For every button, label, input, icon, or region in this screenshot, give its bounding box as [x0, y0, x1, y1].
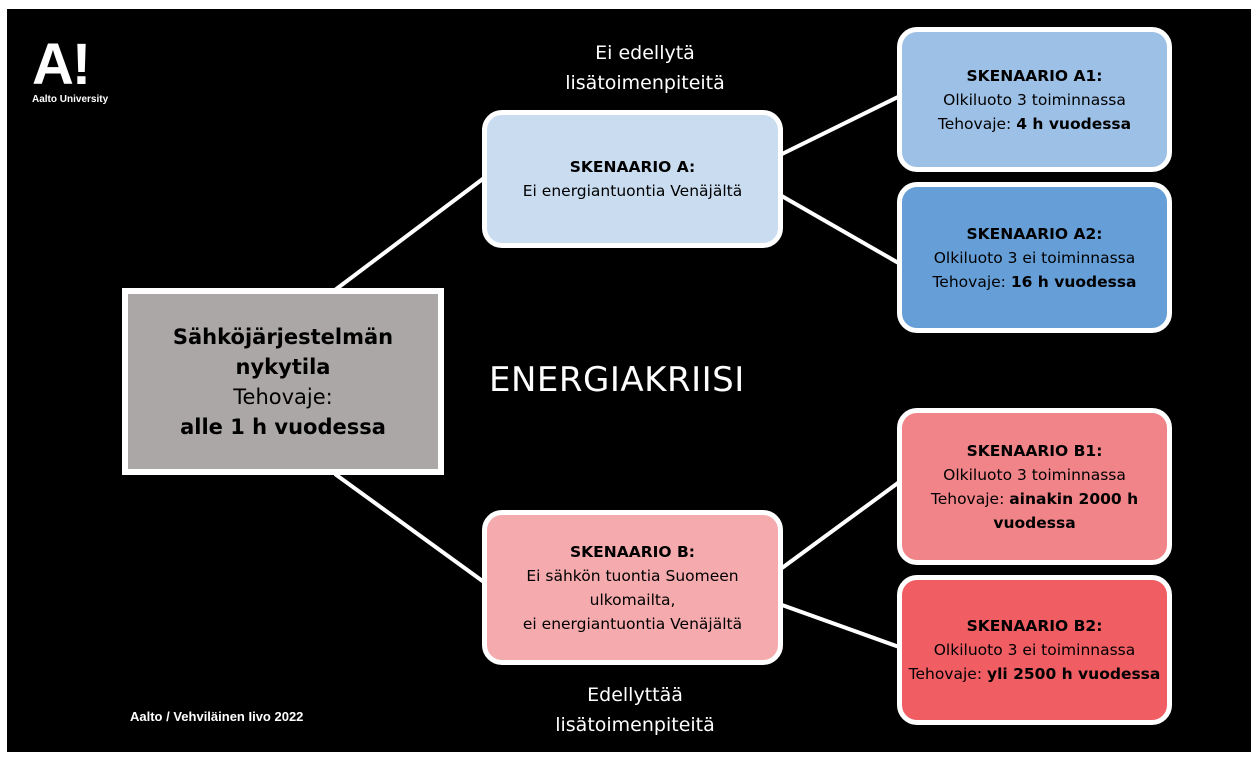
- logo-mark: A!: [32, 32, 91, 97]
- caption-bottom-line2: lisätoimenpiteitä: [555, 714, 715, 736]
- scenario-a1-prefix: Tehovaje:: [937, 114, 1017, 133]
- caption-top: Ei edellytä lisätoimenpiteitä: [560, 38, 730, 98]
- caption-bottom-line1: Edellyttää: [587, 684, 683, 706]
- scenario-b-box: SKENAARIO B: Ei sähkön tuontia Suomeen u…: [482, 510, 783, 665]
- scenario-b2-prefix: Tehovaje:: [908, 665, 987, 683]
- scenario-b2-title: SKENAARIO B2:: [966, 617, 1103, 635]
- energy-crisis-label: ENERGIAKRIISI: [489, 360, 745, 400]
- logo-text: Aalto University: [32, 94, 109, 105]
- scenario-a1-box: SKENAARIO A1: Olkiluoto 3 toiminnassa Te…: [897, 27, 1172, 172]
- scenario-b-line3: ei energiantuontia Venäjältä: [522, 614, 743, 633]
- scenario-b2-value: yli 2500 h vuodessa: [986, 665, 1161, 683]
- scenario-a2-value: 16 h vuodessa: [1010, 272, 1137, 291]
- scenario-a2-prefix: Tehovaje:: [932, 272, 1011, 291]
- root-line1: Sähköjärjestelmän: [172, 324, 394, 349]
- caption-bottom: Edellyttää lisätoimenpiteitä: [550, 680, 720, 740]
- scenario-a2-title: SKENAARIO A2:: [966, 224, 1103, 243]
- scenario-b2-box: SKENAARIO B2: Olkiluoto 3 ei toiminnassa…: [897, 575, 1172, 725]
- caption-top-line1: Ei edellytä: [595, 42, 695, 64]
- scenario-b1-value: ainakin 2000 h: [1009, 489, 1139, 508]
- scenario-b2-line2: Tehovaje: yli 2500 h vuodessa: [909, 662, 1161, 686]
- scenario-a1-line2: Tehovaje: 4 h vuodessa: [938, 112, 1131, 136]
- scenario-b1-value2: vuodessa: [993, 513, 1076, 532]
- scenario-a1-value: 4 h vuodessa: [1016, 114, 1132, 133]
- scenario-a-line1: Ei energiantuontia Venäjältä: [522, 182, 743, 200]
- scenario-b1-prefix: Tehovaje:: [930, 489, 1010, 508]
- scenario-b1-title: SKENAARIO B1:: [966, 441, 1103, 460]
- scenario-a2-box: SKENAARIO A2: Olkiluoto 3 ei toiminnassa…: [897, 182, 1172, 333]
- scenario-b1-box: SKENAARIO B1: Olkiluoto 3 toiminnassa Te…: [897, 408, 1172, 565]
- root-line4: alle 1 h vuodessa: [180, 414, 386, 439]
- scenario-a2-line2: Tehovaje: 16 h vuodessa: [932, 270, 1136, 294]
- scenario-b1-line1: Olkiluoto 3 toiminnassa: [943, 465, 1126, 484]
- scenario-a-title: SKENAARIO A:: [569, 158, 696, 176]
- scenario-a1-title: SKENAARIO A1:: [966, 66, 1103, 85]
- current-state-box: Sähköjärjestelmän nykytila Tehovaje: all…: [122, 288, 444, 475]
- root-line2: nykytila: [235, 354, 331, 379]
- scenario-b2-line1: Olkiluoto 3 ei toiminnassa: [933, 641, 1136, 659]
- scenario-b-line2: ulkomailta,: [589, 590, 676, 609]
- footer-credit: Aalto / Vehviläinen Iivo 2022: [130, 709, 304, 724]
- aalto-logo: A! Aalto University: [32, 32, 109, 106]
- scenario-a-box: SKENAARIO A: Ei energiantuontia Venäjält…: [482, 110, 783, 248]
- root-line3: Tehovaje:: [233, 384, 333, 409]
- scenario-a1-line1: Olkiluoto 3 toiminnassa: [943, 90, 1126, 109]
- scenario-b-title: SKENAARIO B:: [569, 542, 695, 561]
- scenario-b1-line2: Tehovaje: ainakin 2000 h: [931, 487, 1138, 511]
- scenario-b-line1: Ei sähkön tuontia Suomeen: [526, 566, 739, 585]
- caption-top-line2: lisätoimenpiteitä: [565, 72, 725, 94]
- scenario-a2-line1: Olkiluoto 3 ei toiminnassa: [933, 248, 1136, 267]
